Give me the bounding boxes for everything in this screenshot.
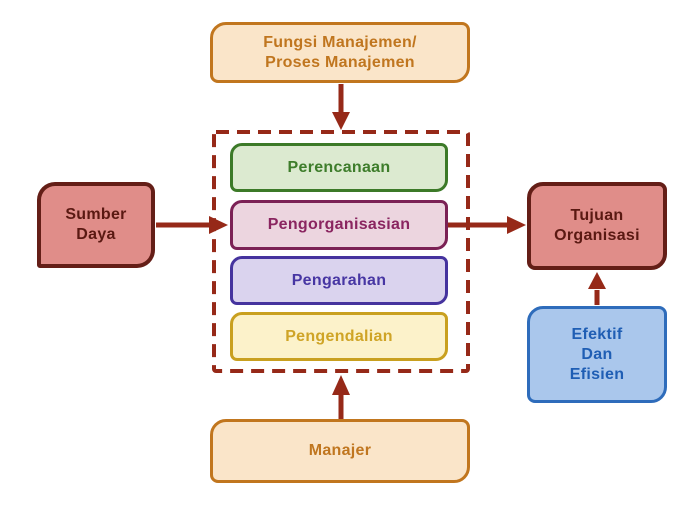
node-manajer-label: Manajer: [308, 442, 372, 459]
arrow-pengorganisasian-to-tujuan: [448, 216, 526, 234]
arrow-sumber-daya-to-pengorganisasian: [156, 216, 228, 234]
node-tujuan-organisasi-label: Tujuan Organisasi: [554, 207, 640, 244]
node-pengendalian-label: Pengendalian: [285, 327, 393, 345]
node-perencanaan: Perencanaan: [230, 143, 448, 192]
node-pengarahan-label: Pengarahan: [291, 271, 387, 289]
arrow-efektif-to-tujuan: [588, 272, 606, 305]
node-sumber-daya: Sumber Daya: [37, 182, 155, 268]
node-pengarahan: Pengarahan: [230, 256, 448, 305]
node-fungsi-manajemen: Fungsi Manajemen/ Proses Manajemen: [210, 22, 470, 83]
arrow-manajer-to-process-group: [332, 375, 350, 419]
node-efektif-dan-efisien-label: Efektif Dan Efisien: [569, 325, 625, 383]
node-pengorganisasian: Pengorganisasian: [230, 200, 448, 250]
node-perencanaan-label: Perencanaan: [287, 158, 391, 176]
node-manajer: Manajer: [210, 419, 470, 483]
node-efektif-dan-efisien: Efektif Dan Efisien: [527, 306, 667, 403]
node-tujuan-organisasi: Tujuan Organisasi: [527, 182, 667, 270]
node-sumber-daya-label: Sumber Daya: [65, 206, 127, 243]
arrow-fungsi-to-process-group: [332, 84, 350, 130]
process-group-dashed-frame: [212, 130, 470, 373]
node-pengorganisasian-label: Pengorganisasian: [267, 216, 411, 233]
node-pengendalian: Pengendalian: [230, 312, 448, 361]
node-fungsi-manajemen-label: Fungsi Manajemen/ Proses Manajemen: [263, 33, 417, 71]
